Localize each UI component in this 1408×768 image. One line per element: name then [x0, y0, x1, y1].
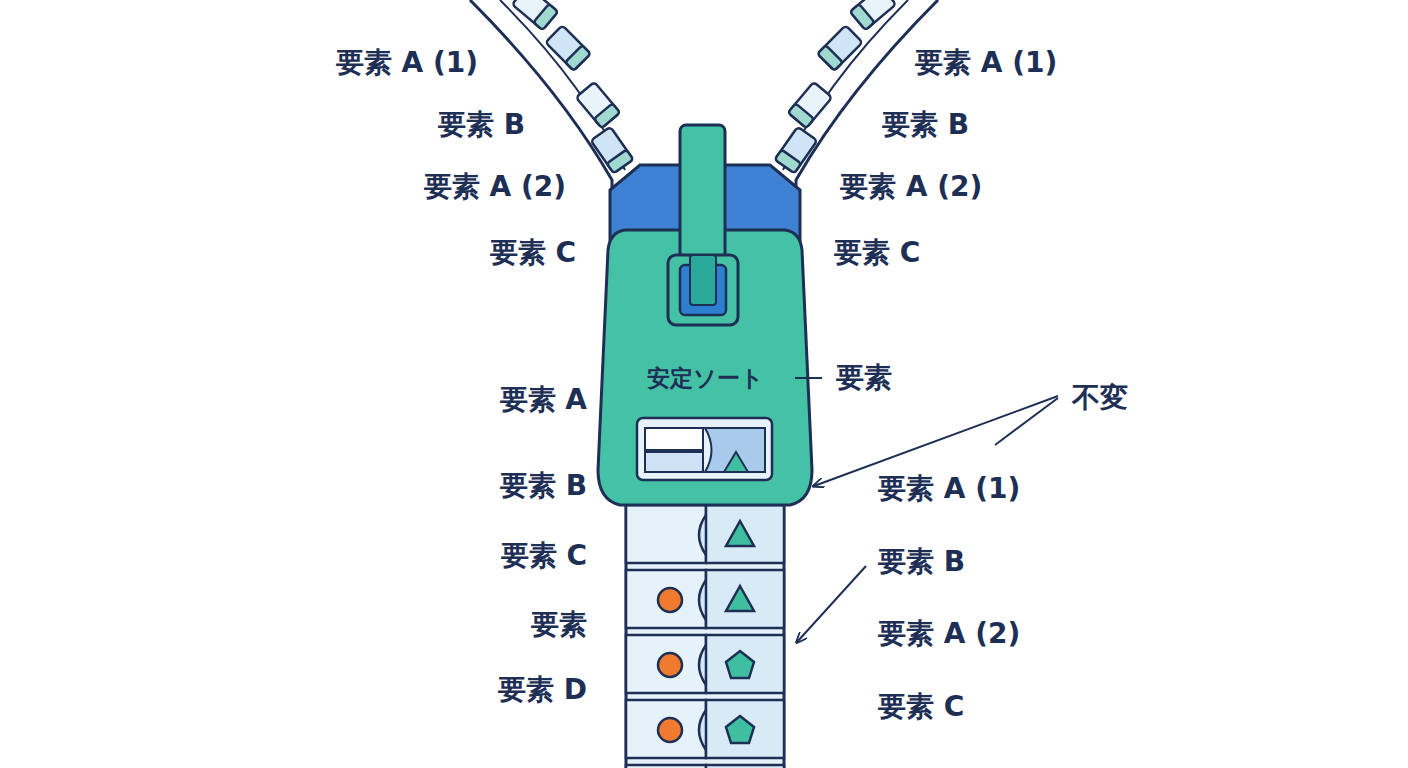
element-label: 要素 B	[500, 472, 587, 500]
element-label: 要素	[531, 611, 587, 639]
element-label: 要素 A (1)	[915, 49, 1057, 77]
marker-triangle	[726, 521, 754, 546]
marker-pentagon	[726, 716, 754, 743]
zipper-tooth	[512, 0, 558, 30]
element-label: 要素 C	[878, 693, 964, 721]
zipper-tooth	[576, 82, 620, 128]
chain-tooth	[626, 635, 706, 693]
element-label: 要素 A (2)	[840, 173, 982, 201]
element-label: 要素 A (1)	[878, 475, 1020, 503]
chain-tooth	[626, 700, 706, 758]
element-label: 要素 B	[882, 111, 969, 139]
zipper-tooth	[850, 0, 896, 30]
element-label: 要素 B	[878, 548, 965, 576]
chain-tooth	[626, 765, 706, 768]
chain-tooth	[706, 570, 784, 628]
zipper-tooth	[817, 25, 862, 70]
chain-tooth	[706, 765, 784, 768]
element-label: 要素 D	[498, 676, 587, 704]
element-label: 要素 A (2)	[424, 173, 566, 201]
zipper-tooth	[775, 127, 818, 174]
marker-circle	[658, 653, 682, 677]
node-text: 安定ソート	[647, 363, 764, 394]
marker-triangle	[726, 586, 754, 611]
chain-tooth	[706, 635, 784, 693]
zipper-tooth	[591, 127, 634, 174]
element-label: 要素 B	[438, 111, 525, 139]
element-label: 要素	[836, 364, 892, 392]
zipper-tooth	[545, 25, 590, 70]
element-label: 要素 A	[500, 386, 587, 414]
annotation-label: 不変	[1072, 384, 1128, 412]
chain-tooth	[706, 700, 784, 758]
chain-tooth	[626, 505, 706, 563]
marker-pentagon	[726, 651, 754, 678]
slider-label: 安定ソート	[643, 359, 768, 398]
zipper-tooth	[788, 82, 832, 128]
element-label: 要素 A (1)	[336, 49, 478, 77]
element-label: 要素 C	[834, 239, 920, 267]
element-label: 要素 C	[490, 239, 576, 267]
marker-circle	[658, 588, 682, 612]
element-label: 要素 C	[501, 542, 587, 570]
element-label: 要素 A (2)	[878, 620, 1020, 648]
marker-circle	[658, 718, 682, 742]
chain-tooth	[706, 505, 784, 563]
chain-tooth	[626, 570, 706, 628]
